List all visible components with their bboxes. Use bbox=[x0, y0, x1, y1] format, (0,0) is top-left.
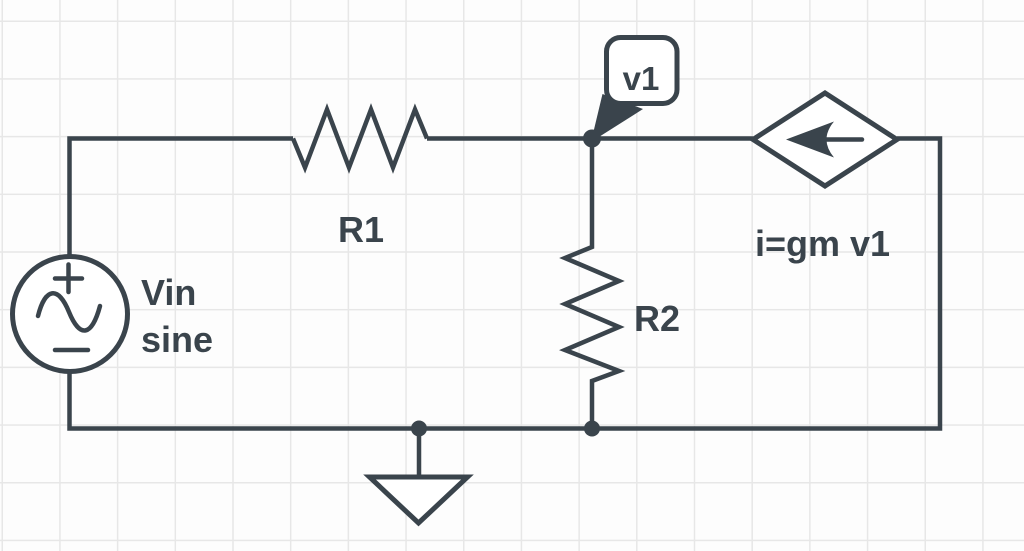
wire-top-left[interactable] bbox=[67, 136, 294, 257]
resistor-r2-zigzag bbox=[559, 138, 626, 429]
node-tag-label[interactable]: v1 bbox=[623, 60, 660, 97]
sine-wave-icon bbox=[35, 291, 103, 333]
resistor-r2-label[interactable]: R2 bbox=[634, 298, 680, 339]
ground-symbol[interactable] bbox=[363, 428, 474, 527]
resistor-r1[interactable]: R1 bbox=[290, 103, 430, 251]
node-dot-v1 bbox=[583, 129, 601, 148]
wires bbox=[67, 136, 943, 431]
node-tag-v1[interactable]: v1 bbox=[591, 35, 680, 143]
voltage-source-waveform[interactable]: sine bbox=[141, 319, 213, 360]
resistor-r1-label[interactable]: R1 bbox=[338, 209, 384, 250]
controlled-current-source[interactable]: i=gm v1 bbox=[748, 90, 902, 264]
node-dot-ground bbox=[411, 420, 427, 437]
voltage-source-name[interactable]: Vin bbox=[141, 272, 196, 313]
controlled-source-label[interactable]: i=gm v1 bbox=[755, 223, 890, 264]
ground-symbol-icon bbox=[363, 474, 474, 527]
plus-icon bbox=[52, 262, 85, 295]
left-arrow-icon bbox=[786, 121, 834, 158]
node-dot-r2-bottom bbox=[584, 420, 600, 437]
wire-right-bottom-left[interactable] bbox=[67, 136, 943, 431]
node-tag-box bbox=[604, 35, 680, 106]
voltage-source[interactable]: Vin sine bbox=[10, 254, 214, 374]
junction-dots bbox=[411, 129, 601, 437]
resistor-r1-zigzag bbox=[290, 103, 430, 174]
resistor-r2[interactable]: R2 bbox=[559, 138, 680, 429]
